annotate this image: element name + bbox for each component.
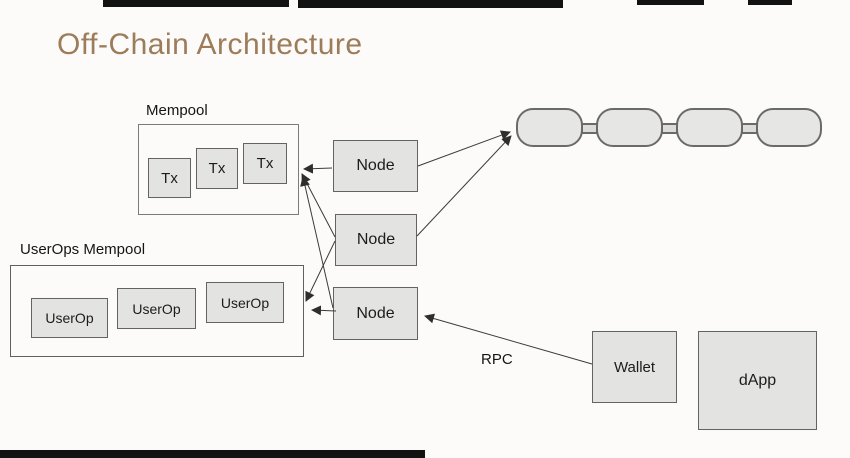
top-crop-bar bbox=[298, 0, 563, 8]
node-label: Node bbox=[356, 304, 395, 322]
top-crop-bar bbox=[103, 0, 289, 7]
tx-label: Tx bbox=[208, 160, 226, 177]
tx-label: Tx bbox=[161, 169, 178, 187]
userops-mempool-label: UserOps Mempool bbox=[20, 241, 146, 258]
bottom-crop-bar bbox=[0, 450, 425, 458]
mempool-box bbox=[138, 124, 299, 215]
tx-box: Tx bbox=[243, 143, 287, 184]
block-2 bbox=[596, 108, 663, 147]
node-box-1: Node bbox=[333, 140, 418, 192]
arrow-node2-to-userops bbox=[305, 240, 336, 302]
tx-box: Tx bbox=[148, 158, 191, 198]
top-crop-bar bbox=[637, 0, 704, 5]
userops-mempool-box bbox=[10, 265, 304, 357]
wallet-box: Wallet bbox=[592, 331, 677, 403]
arrow-node1-to-chain bbox=[417, 130, 511, 167]
userop-box: UserOp bbox=[31, 298, 108, 338]
userop-box: UserOp bbox=[117, 288, 196, 329]
arrow-node2-to-mempool bbox=[301, 173, 336, 238]
slide-title: Off-Chain Architecture bbox=[57, 28, 363, 61]
block-4 bbox=[756, 108, 822, 147]
mempool-label: Mempool bbox=[146, 102, 208, 119]
node-label: Node bbox=[356, 231, 396, 248]
dapp-box: dApp bbox=[698, 331, 817, 430]
top-crop-bar bbox=[748, 0, 792, 5]
arrow-node3-to-mempool bbox=[300, 176, 334, 309]
userop-box: UserOp bbox=[206, 282, 284, 323]
node-box-3: Node bbox=[333, 287, 418, 340]
tx-box: Tx bbox=[196, 148, 238, 189]
userop-label: UserOp bbox=[220, 294, 270, 311]
block-1 bbox=[516, 108, 583, 147]
tx-label: Tx bbox=[256, 155, 274, 172]
node-label: Node bbox=[356, 157, 395, 174]
userop-label: UserOp bbox=[45, 310, 94, 326]
rpc-label: RPC bbox=[481, 351, 513, 368]
block-3 bbox=[676, 108, 743, 147]
arrow-node1-to-mempool bbox=[303, 163, 333, 174]
userop-label: UserOp bbox=[132, 300, 181, 317]
dapp-label: dApp bbox=[738, 371, 777, 389]
node-box-2: Node bbox=[335, 214, 417, 266]
arrow-node2-to-chain bbox=[416, 135, 512, 237]
wallet-label: Wallet bbox=[613, 358, 656, 376]
